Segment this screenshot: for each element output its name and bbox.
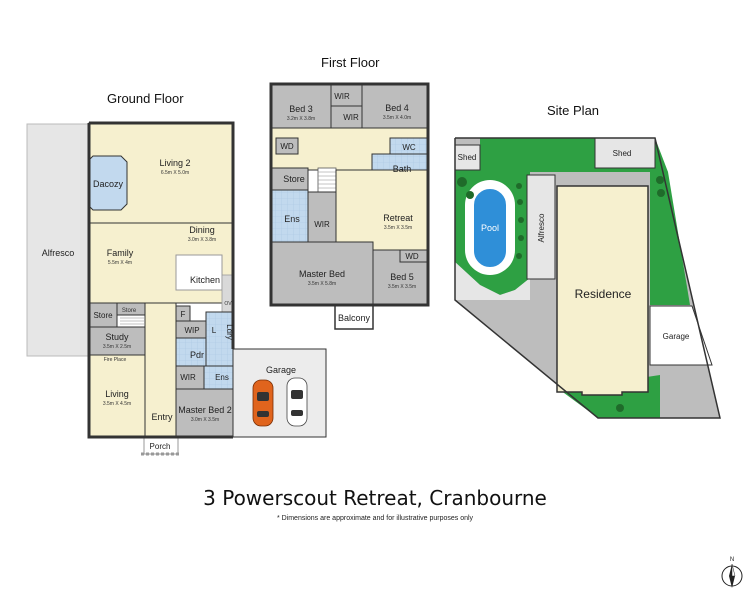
ff-retreat-label: Retreat (383, 213, 413, 223)
ff-bed4-label: Bed 4 (385, 103, 409, 113)
site-plan: Shed Shed Pool Alfresco Residence Garage (454, 137, 721, 419)
site-shed1-label: Shed (458, 153, 477, 162)
site-pool (472, 187, 508, 269)
gf-dacozy-label: Dacozy (93, 179, 124, 189)
ff-wd1-label: WD (280, 142, 294, 151)
gf-living2-dim: 6.5m X 5.0m (161, 170, 189, 176)
gf-ldry-room (205, 311, 234, 367)
gf-fireplace-label: Fire Place (104, 357, 127, 363)
gf-ov-label: OV (224, 301, 232, 307)
gf-kitchen-bench (175, 254, 223, 291)
gf-wip-label: WIP (184, 326, 199, 335)
ff-wd1-cupboard (275, 137, 299, 155)
gf-store2-label: Store (122, 308, 137, 314)
site-paving-left (455, 262, 530, 300)
ff-balcony-label: Balcony (338, 313, 371, 323)
site-alfresco-label: Alfresco (537, 213, 546, 242)
ff-retreat-room (335, 169, 429, 251)
gf-pdr-label: Pdr (190, 350, 204, 360)
gf-f-label: F (181, 310, 186, 319)
gf-wir-label: WIR (180, 373, 196, 382)
gf-dining-label: Dining (189, 225, 215, 235)
ff-retreat-dim: 3.5m X 3.5m (384, 225, 412, 231)
ff-master-bed-dim: 3.5m X 5.8m (308, 281, 336, 287)
gf-master-bed2-room (175, 388, 234, 438)
ff-master-bed-label: Master Bed (299, 269, 345, 279)
site-garage (649, 305, 713, 366)
gf-store1-label: Store (93, 311, 113, 320)
gf-alfresco-area (26, 123, 90, 357)
site-residence-label: Residence (575, 287, 632, 301)
ff-bed4-dim: 3.5m X 4.0m (383, 115, 411, 121)
ff-ens-room (270, 189, 309, 243)
gf-garage-label: Garage (266, 365, 296, 375)
ground-floor-heading: Ground Floor (107, 91, 184, 106)
gf-ldry-label: Ldry (225, 324, 234, 340)
gf-living-label: Living (105, 389, 129, 399)
site-boundary (454, 137, 721, 419)
gf-living2-label: Living 2 (159, 158, 190, 168)
first-floor-heading: First Floor (321, 55, 380, 70)
property-address: 3 Powerscout Retreat, Cranbourne (203, 486, 547, 510)
gf-family-dim: 5.5m X 4m (108, 260, 132, 266)
site-plan-heading: Site Plan (547, 103, 600, 118)
gf-entry-label: Entry (151, 412, 173, 422)
ff-bed3-dim: 3.2m X 3.8m (287, 116, 315, 122)
ff-wc-label: WC (402, 143, 416, 152)
site-shed1 (454, 144, 481, 171)
ff-bed5-dim: 3.5m X 3.5m (388, 284, 416, 290)
ff-bath-label: Bath (393, 164, 412, 174)
ff-store-label: Store (283, 174, 305, 184)
gf-kitchen-label: Kitchen (190, 275, 220, 285)
gf-alfresco-label: Alfresco (42, 248, 75, 258)
site-shed2-label: Shed (613, 149, 632, 158)
white-car-icon (286, 377, 308, 427)
ff-ens-label: Ens (284, 214, 300, 224)
ff-wir-mid-label: WIR (343, 113, 359, 122)
site-alfresco (526, 174, 556, 280)
gf-garage-room (232, 348, 327, 438)
first-floor-plan: Bed 3 3.2m X 3.8m WIR WIR Bed 4 3.5m X 4… (269, 82, 430, 330)
gf-living-dim: 3.5m X 4.5m (103, 401, 131, 407)
orange-car-icon (252, 379, 274, 427)
gf-stair (120, 317, 144, 328)
ff-wir-top-label: WIR (334, 92, 350, 101)
ff-bed3-label: Bed 3 (289, 104, 313, 114)
north-compass-icon: N (718, 553, 746, 589)
compass-north-label: N (730, 557, 734, 563)
gf-family-label: Family (107, 248, 134, 258)
gf-ens-label: Ens (215, 373, 229, 382)
site-lawn-right (650, 150, 690, 305)
gf-master-bed2-label: Master Bed 2 (178, 405, 232, 415)
gf-l-label: L (212, 326, 217, 335)
ff-wd2-label: WD (405, 252, 419, 261)
site-garage-label: Garage (663, 332, 690, 341)
ff-wir-ens-room (307, 191, 337, 243)
ff-wir-ens-label: WIR (314, 220, 330, 229)
disclaimer-text: * Dimensions are approximate and for ill… (276, 515, 474, 522)
ground-floor-plan: Alfresco Living 2 6.5m X 5.0m Dacozy Din… (26, 121, 327, 456)
gf-master-bed2-dim: 3.0m X 3.5m (191, 417, 219, 423)
ff-bed5-label: Bed 5 (390, 272, 414, 282)
site-pool-label: Pool (481, 223, 499, 233)
gf-study-label: Study (105, 332, 129, 342)
gf-dining-dim: 3.0m X 3.8m (188, 237, 216, 243)
gf-study-dim: 3.5m X 2.5m (103, 344, 131, 350)
gf-porch-label: Porch (150, 442, 171, 451)
site-tree-icon (457, 176, 665, 412)
